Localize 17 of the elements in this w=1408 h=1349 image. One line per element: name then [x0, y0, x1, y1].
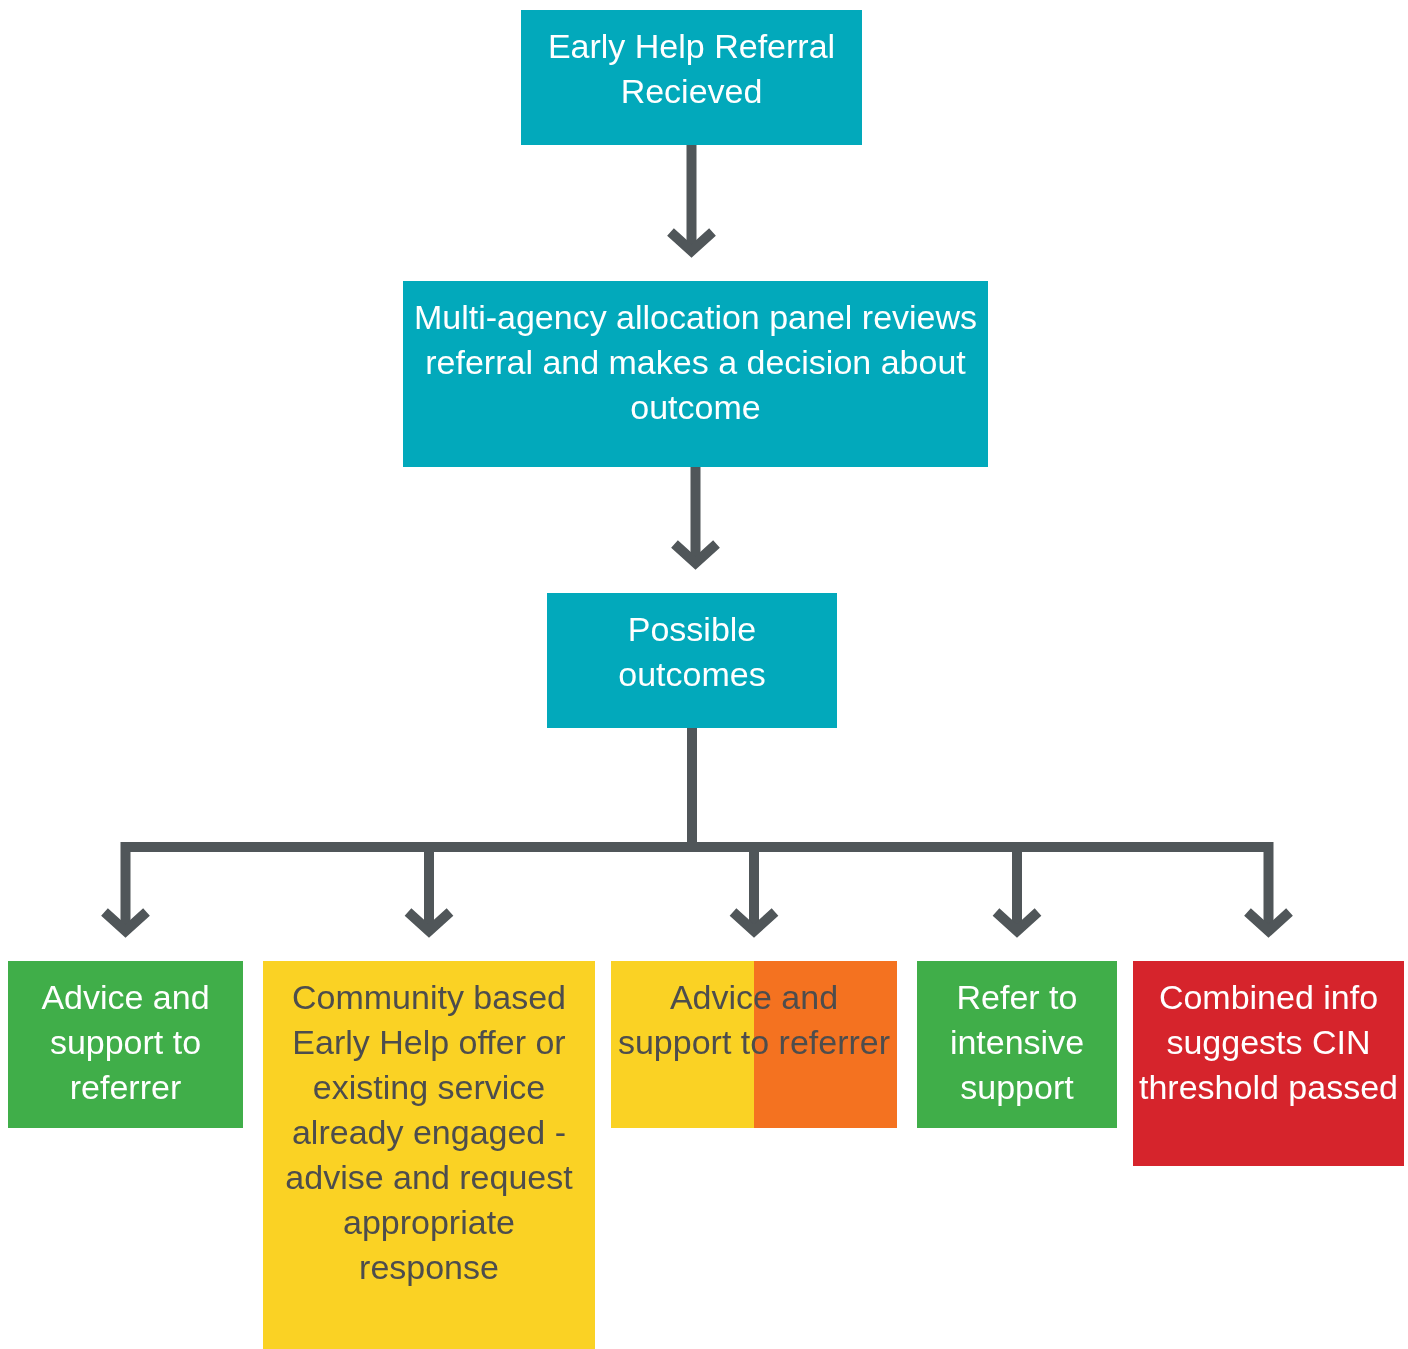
outcome-box: [917, 961, 1117, 1128]
outcome-box: [1133, 961, 1404, 1166]
outcome-box: [263, 961, 595, 1349]
outcome-box: [611, 961, 897, 1128]
process-box: [403, 281, 988, 467]
node-label: Combined info suggests CIN threshold passed: [1139, 977, 1398, 1108]
node-label: Early Help Referral Recieved: [546, 26, 837, 112]
node-label: Multi-agency allocation panel reviews referral and makes a decision about outcome: [412, 297, 979, 428]
node-label: Advice and support to referrer: [40, 977, 211, 1108]
node-label: Refer to intensive support: [948, 977, 1086, 1108]
node-label: Community based Early Help offer or existing service already engaged - advise and request appropriate response: [284, 977, 574, 1288]
process-box: [547, 593, 837, 728]
arrow: [665, 145, 718, 256]
arrow: [669, 467, 722, 568]
process-box: [521, 10, 862, 145]
outcome-box: [8, 961, 243, 1128]
node-label: Possible outcomes: [617, 609, 767, 695]
